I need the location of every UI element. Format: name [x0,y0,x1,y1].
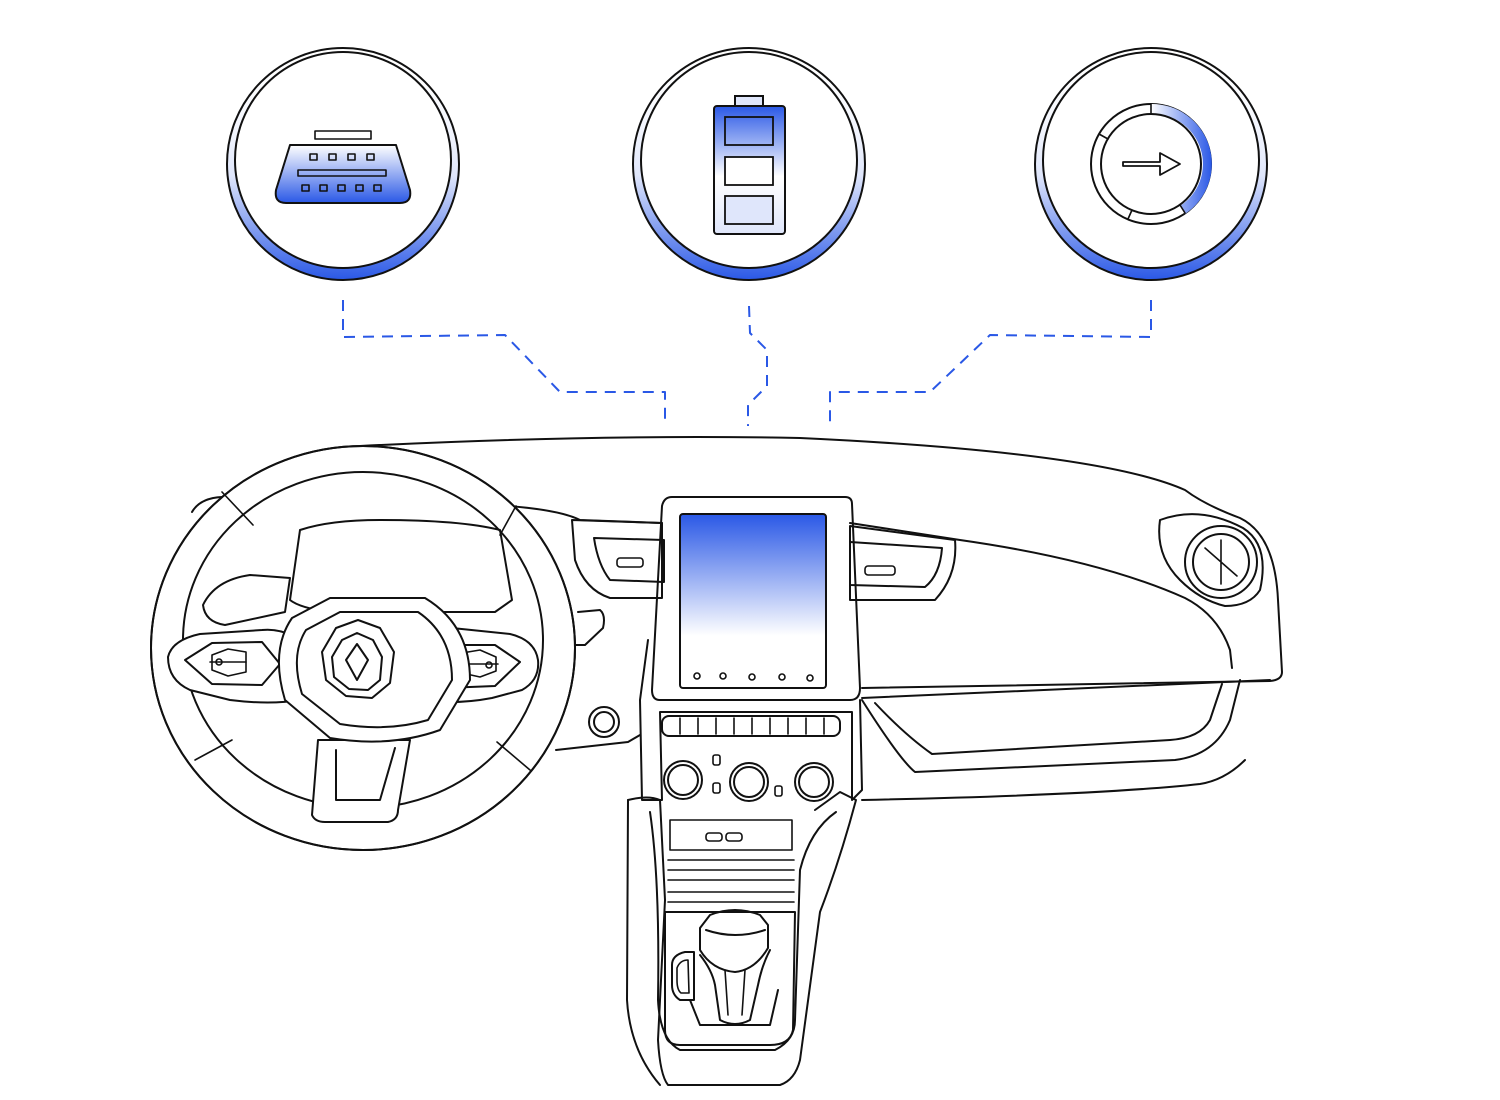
gauge-arrow-icon [1034,47,1268,281]
obd-port-icon [226,47,460,281]
car-dashboard-icon [150,436,1283,1086]
connector-lines [342,300,1152,426]
battery-icon [632,47,866,281]
